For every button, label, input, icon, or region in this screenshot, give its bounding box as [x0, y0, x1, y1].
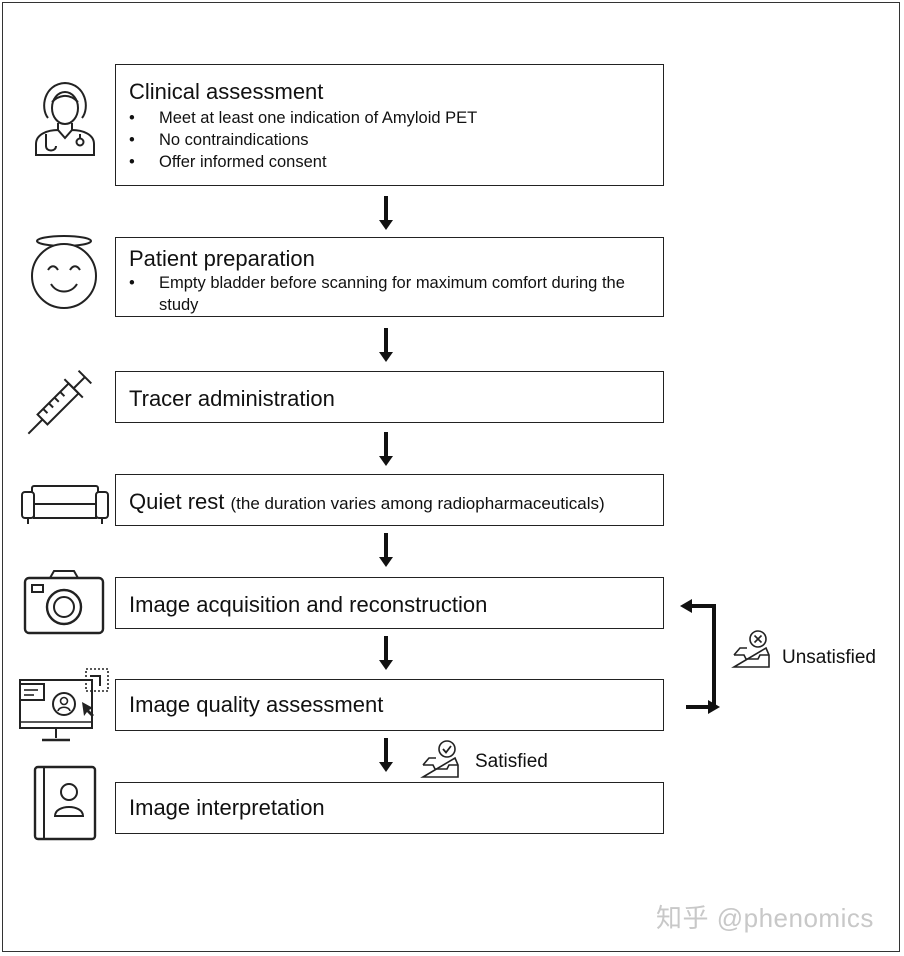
- step-bullet-list: Meet at least one indication of Amyloid …: [129, 107, 651, 173]
- step-image-acquisition: Image acquisition and reconstruction: [115, 577, 664, 629]
- step-title-main: Quiet rest: [129, 489, 225, 514]
- flow-arrow: [379, 196, 393, 230]
- flow-arrow: [379, 636, 393, 670]
- doctor-icon: [35, 81, 95, 156]
- flow-arrow: [379, 738, 393, 772]
- step-quiet-rest: Quiet rest (the duration varies among ra…: [115, 474, 664, 526]
- feedback-loop-arrow: [680, 599, 720, 714]
- monitor-icon: [19, 668, 109, 742]
- bullet-item: Offer informed consent: [129, 151, 651, 173]
- step-title: Tracer administration: [129, 386, 335, 411]
- step-image-quality-assessment: Image quality assessment: [115, 679, 664, 731]
- smiley-face-icon: [31, 235, 97, 309]
- flow-arrow: [379, 432, 393, 466]
- step-title: Clinical assessment: [129, 79, 324, 104]
- step-patient-preparation: Patient preparation Empty bladder before…: [115, 237, 664, 317]
- flow-arrow: [379, 533, 393, 567]
- step-clinical-assessment: Clinical assessment Meet at least one in…: [115, 64, 664, 186]
- bullet-item: No contraindications: [129, 129, 651, 151]
- syringe-icon: [27, 370, 92, 435]
- flow-arrow: [379, 328, 393, 362]
- sofa-icon: [21, 485, 109, 524]
- step-bullet-list: Empty bladder before scanning for maximu…: [129, 272, 651, 316]
- contact-book-icon: [33, 765, 97, 841]
- step-title: Image interpretation: [129, 795, 325, 820]
- step-title: Patient preparation: [129, 246, 315, 271]
- step-title-note: (the duration varies among radiopharmace…: [230, 494, 605, 513]
- bullet-item: Empty bladder before scanning for maximu…: [129, 272, 651, 316]
- satisfied-label: Satisfied: [475, 751, 548, 772]
- bullet-item: Meet at least one indication of Amyloid …: [129, 107, 651, 129]
- inbox-x-icon: [731, 630, 770, 668]
- unsatisfied-label: Unsatisfied: [782, 647, 876, 668]
- step-image-interpretation: Image interpretation: [115, 782, 664, 834]
- step-title: Image acquisition and reconstruction: [129, 592, 488, 617]
- step-title: Quiet rest (the duration varies among ra…: [129, 489, 605, 515]
- step-tracer-administration: Tracer administration: [115, 371, 664, 423]
- camera-icon: [23, 570, 105, 635]
- watermark: 知乎 @phenomics: [656, 903, 874, 933]
- inbox-check-icon: [420, 740, 459, 778]
- step-title: Image quality assessment: [129, 692, 384, 717]
